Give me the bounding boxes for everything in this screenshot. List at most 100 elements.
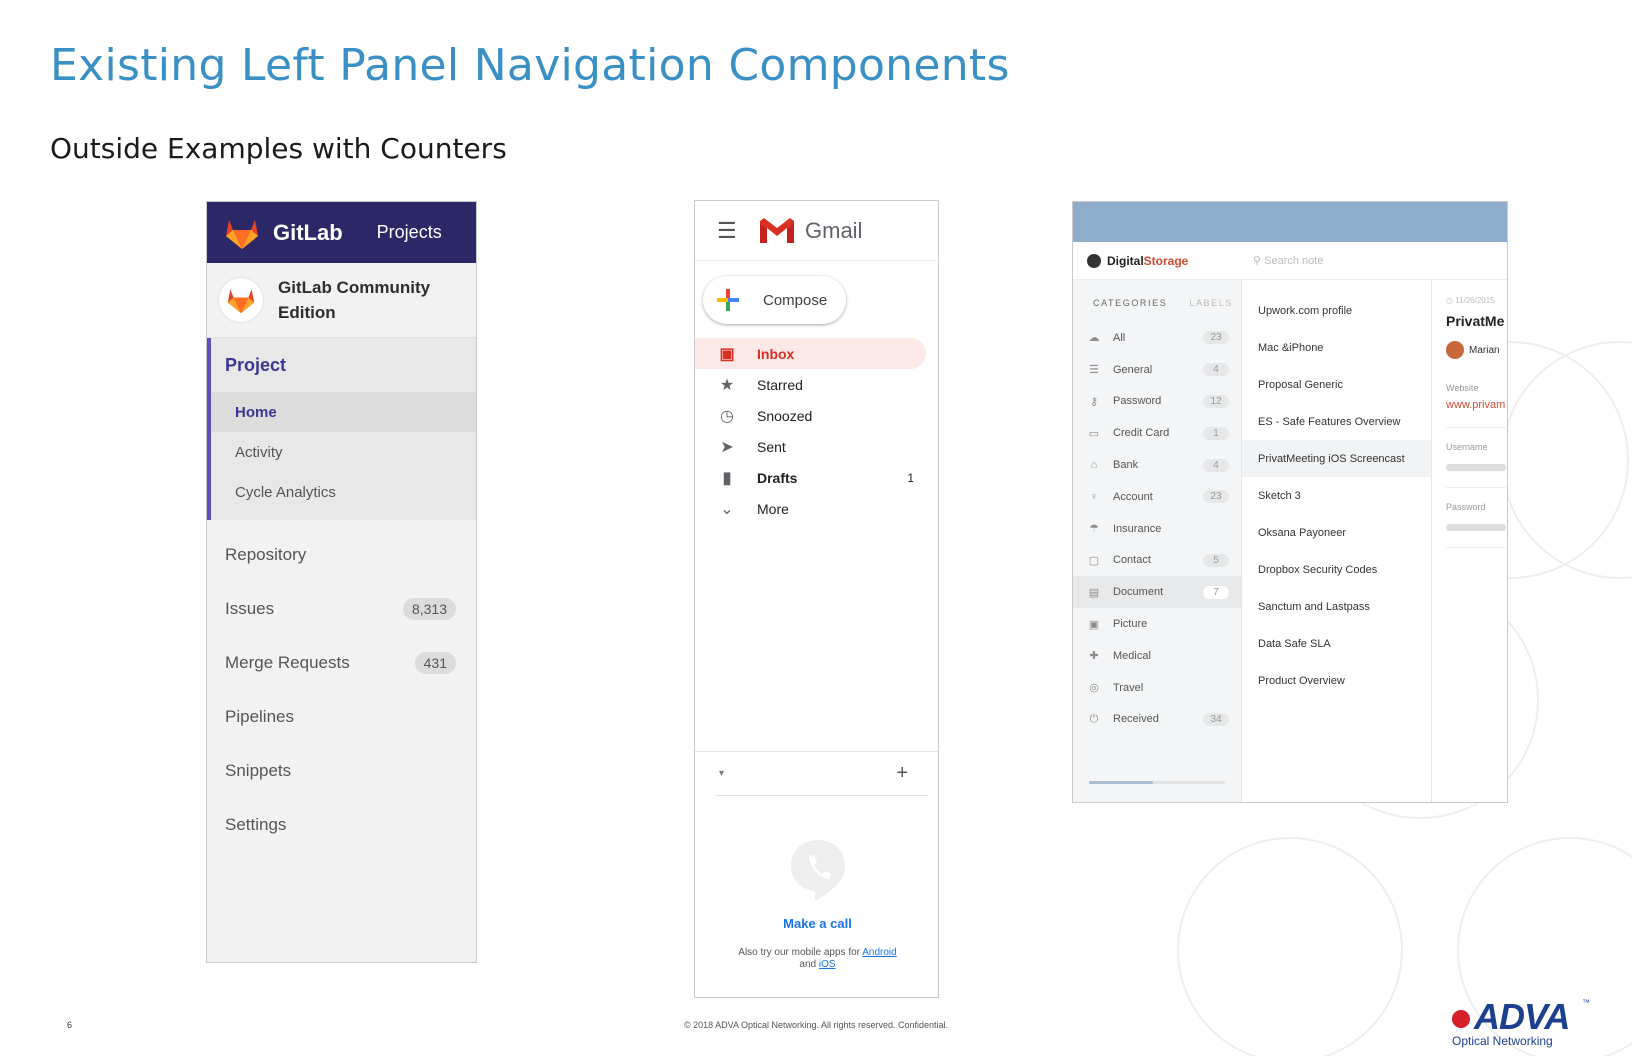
umbrella-icon: ☂: [1089, 523, 1099, 536]
count-badge: 431: [414, 652, 456, 674]
note-item[interactable]: Oksana Payoneer: [1258, 526, 1347, 539]
note-item[interactable]: PrivatMeeting iOS Screencast: [1242, 440, 1431, 477]
note-item[interactable]: Mac &iPhone: [1258, 341, 1324, 354]
gitlab-logo-icon[interactable]: [224, 216, 260, 250]
category-item[interactable]: ▣Picture: [1073, 608, 1241, 640]
note-item[interactable]: Proposal Generic: [1258, 378, 1343, 391]
hamburger-menu-icon[interactable]: ☰: [717, 217, 737, 243]
note-item[interactable]: ES - Safe Features Overview: [1258, 415, 1401, 428]
ios-link[interactable]: iOS: [818, 959, 836, 970]
compose-button[interactable]: Compose: [703, 276, 846, 324]
gitlab-brand[interactable]: GitLab: [273, 219, 343, 245]
scrollbar-thumb[interactable]: [1089, 781, 1153, 784]
nav-label: Inbox: [757, 345, 795, 362]
project-section: Project Home Activity Cycle Analytics: [207, 338, 476, 520]
compose-label: Compose: [763, 291, 828, 309]
nav-label: Snoozed: [757, 407, 813, 424]
category-label: Travel: [1113, 681, 1144, 694]
android-link[interactable]: Android: [862, 947, 897, 958]
nav-item-inbox[interactable]: ▣ Inbox: [695, 338, 926, 369]
nav-sub-item-home[interactable]: Home: [211, 392, 476, 432]
note-item[interactable]: Product Overview: [1258, 674, 1345, 687]
search-icon: ⚲: [1253, 255, 1262, 267]
project-section-title[interactable]: Project: [225, 354, 287, 375]
nav-item-drafts[interactable]: ▮ Drafts 1: [695, 462, 938, 493]
categories-tab[interactable]: CATEGORIES: [1093, 298, 1168, 308]
document-icon: ▤: [1088, 586, 1100, 599]
category-label: Credit Card: [1113, 427, 1170, 440]
category-label: Medical: [1113, 649, 1151, 662]
nav-sub-item-cycle-analytics[interactable]: Cycle Analytics: [211, 472, 476, 512]
projects-link[interactable]: Projects: [376, 222, 442, 242]
gmail-app-name: Gmail: [805, 217, 863, 243]
count-badge: 5: [1203, 553, 1229, 567]
gmail-logo-icon[interactable]: [759, 217, 795, 244]
nav-item-snoozed[interactable]: ◷ Snoozed: [695, 400, 938, 431]
make-call-link[interactable]: Make a call: [783, 916, 852, 931]
website-value[interactable]: www.privam: [1446, 399, 1506, 411]
ds-logo-icon: [1087, 253, 1101, 268]
scrollbar[interactable]: [1089, 781, 1225, 784]
labels-tab[interactable]: LABELS: [1189, 298, 1233, 308]
count-badge: 23: [1203, 331, 1229, 345]
note-item[interactable]: Sanctum and Lastpass: [1258, 600, 1370, 613]
adva-logo-subtitle: Optical Networking: [1452, 1034, 1553, 1048]
project-header[interactable]: GitLab Community Edition: [207, 263, 476, 338]
search-input[interactable]: ⚲ Search note: [1253, 254, 1323, 267]
nav-item-pipelines[interactable]: Pipelines: [207, 690, 476, 744]
category-item[interactable]: ✚Medical: [1073, 640, 1241, 672]
nav-item-starred[interactable]: ★ Starred: [695, 369, 938, 400]
category-label: General: [1113, 363, 1153, 376]
note-detail: ◷ 11/26/2015 PrivatMe Marian Website www…: [1432, 280, 1507, 802]
nav-sub-item-activity[interactable]: Activity: [211, 432, 476, 472]
caret-down-icon[interactable]: ▾: [719, 768, 725, 779]
note-item[interactable]: Upwork.com profile: [1258, 304, 1353, 317]
nav-item-settings[interactable]: Settings: [207, 798, 476, 852]
note-item[interactable]: Dropbox Security Codes: [1258, 563, 1378, 576]
category-item[interactable]: ☂Insurance: [1073, 513, 1241, 545]
count-badge: 4: [1203, 458, 1229, 472]
hangouts-bar: ▾ +: [715, 752, 928, 796]
copyright-text: © 2018 ADVA Optical Networking. All righ…: [683, 1020, 949, 1030]
category-label: Picture: [1113, 618, 1148, 631]
divider: [1446, 427, 1506, 428]
count-badge: 7: [1203, 585, 1229, 599]
nav-label: Sent: [757, 438, 786, 455]
note-item[interactable]: Data Safe SLA: [1258, 637, 1331, 650]
nav-item-repository[interactable]: Repository: [207, 528, 476, 582]
gmail-header: ☰ Gmail: [695, 201, 938, 261]
category-label: Password: [1113, 395, 1162, 408]
send-icon: ➤: [720, 438, 734, 456]
nav-label: Snippets: [225, 761, 292, 780]
password-value-blurred: [1446, 524, 1506, 531]
nav-label: Pipelines: [225, 707, 294, 726]
key-icon: ⚷: [1089, 395, 1099, 408]
owner-name: Marian: [1469, 344, 1500, 356]
brand-part-2: Storage: [1143, 253, 1189, 268]
nav-item-snippets[interactable]: Snippets: [207, 744, 476, 798]
page-number: 6: [67, 1020, 73, 1030]
username-value-blurred: [1446, 464, 1506, 471]
nav-item-sent[interactable]: ➤ Sent: [695, 431, 938, 462]
list-icon: ☰: [1089, 364, 1099, 377]
nav-item-more[interactable]: ⌄ More: [695, 493, 938, 524]
category-item[interactable]: ◎Travel: [1073, 672, 1241, 704]
project-avatar: [218, 277, 264, 323]
note-item[interactable]: Sketch 3: [1258, 489, 1301, 502]
divider: [695, 751, 938, 752]
nav-label: Starred: [757, 376, 803, 393]
add-icon[interactable]: +: [896, 762, 908, 784]
